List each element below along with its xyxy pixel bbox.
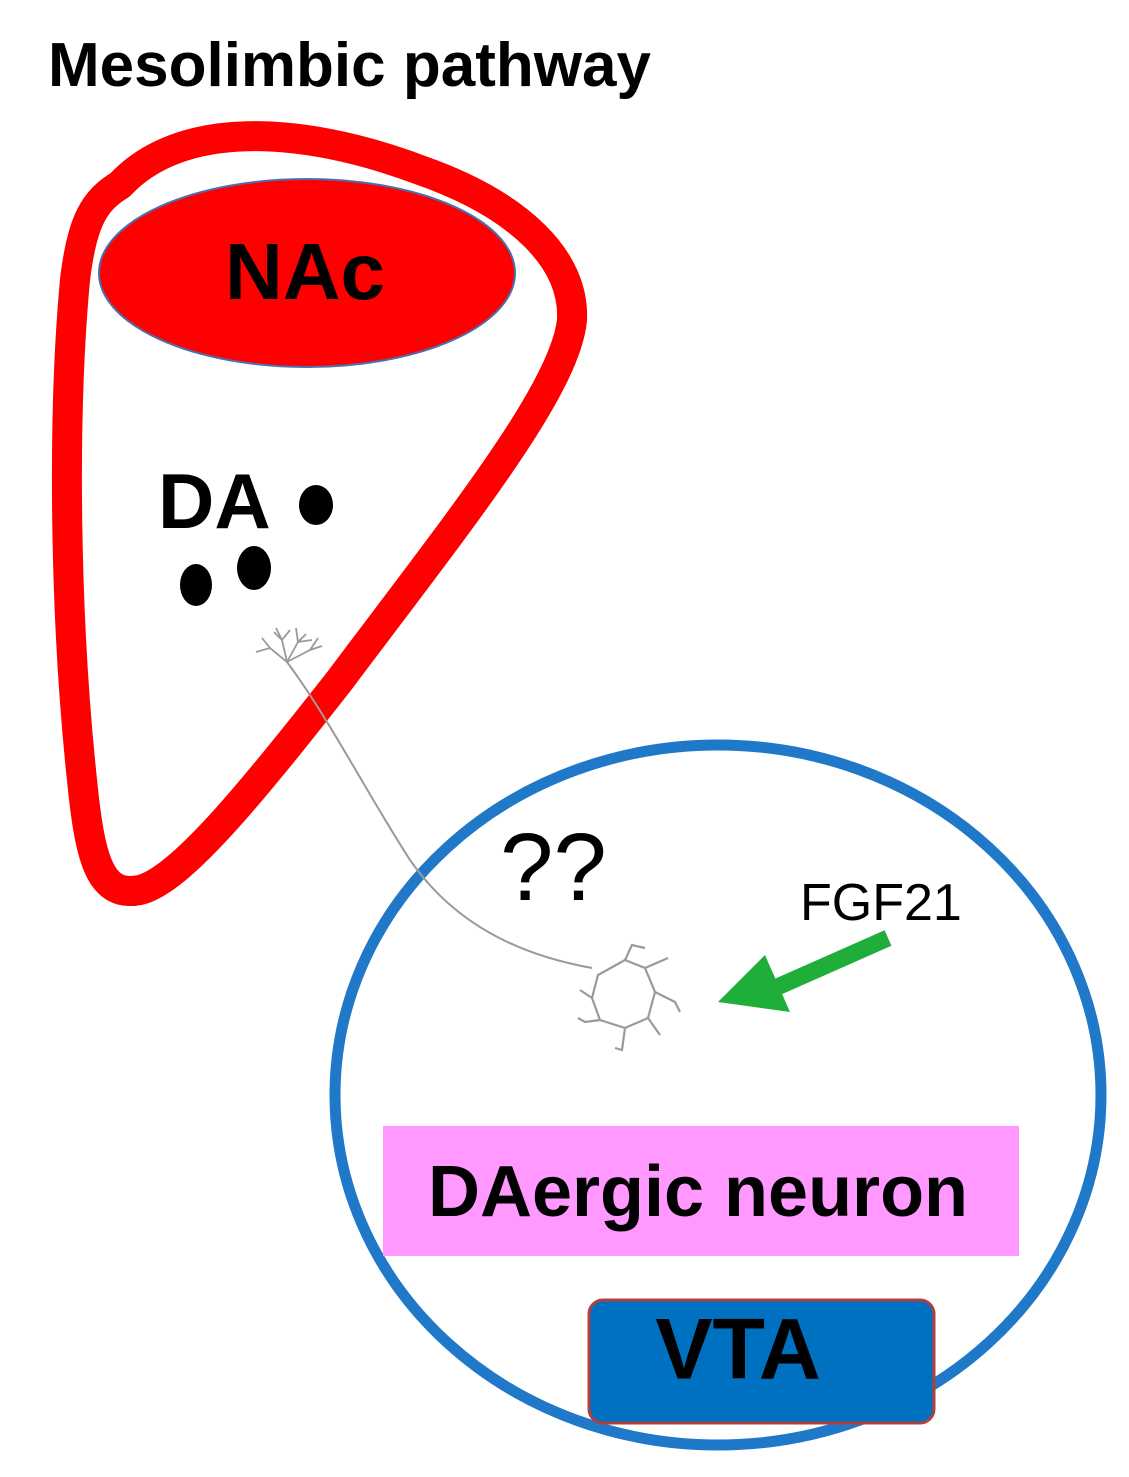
vta-label-box [587, 1298, 936, 1425]
fgf21-arrow-icon [718, 930, 892, 1012]
dopamine-dot [299, 485, 333, 525]
neuron-axon [286, 661, 593, 969]
daergic-neuron-label: DAergic neuron [428, 1152, 968, 1232]
daergic-neuron-box [383, 1126, 1019, 1256]
unknown-mechanism-label: ?? [500, 814, 607, 921]
dopamine-dot [180, 564, 212, 606]
fgf21-label: FGF21 [800, 874, 962, 932]
vta-region-circle [329, 739, 1107, 1451]
axon-terminal-icon [255, 627, 323, 663]
nac-ellipse [98, 178, 516, 368]
vta-label: VTA [655, 1302, 821, 1398]
dopamine-dot [237, 546, 271, 590]
da-label: DA [158, 457, 271, 545]
diagram-title: Mesolimbic pathway [48, 31, 651, 100]
nac-region-outline [51, 121, 588, 906]
nac-label: NAc [225, 227, 385, 316]
neuron-cell-body-icon [577, 943, 681, 1052]
